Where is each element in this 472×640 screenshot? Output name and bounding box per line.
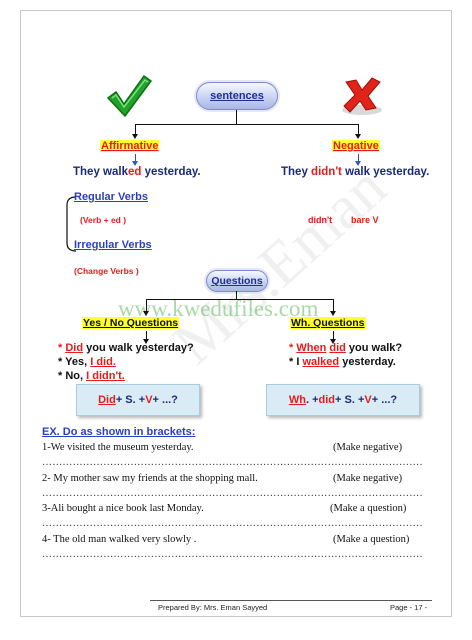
exercise-instruction-4: (Make a question) [333,534,410,545]
exercise-item-4: 4- The old man walked very slowly . [42,534,197,545]
questions-label: Questions [211,275,263,287]
exercise-item-2: 2- My mother saw my friends at the shopp… [42,473,258,484]
yes-no-question: * Did you walk yesterday? [58,342,194,354]
negative-note-didnt: didn't [308,215,333,225]
exercise-heading: EX. Do as shown in brackets: [42,426,196,438]
check-mark-icon [106,74,153,118]
regular-verbs-heading: Regular Verbs [74,191,148,203]
negative-example: They didn't walk yesterday. [281,166,430,178]
answer-line-3[interactable]: …………………………………………………………………………………………………… [42,518,422,529]
questions-box: Questions [206,270,268,292]
negative-note-bare-v: bare V [351,215,379,225]
wh-question: * When did you walk? [289,342,403,354]
tree-arrow [330,299,336,316]
page-frame [20,10,452,617]
tree-line [236,110,237,124]
watermark-site: www.kwedufiles.com [118,296,319,321]
wh-answer: * I walked yesterday. [289,356,396,368]
answer-line-1[interactable]: …………………………………………………………………………………………………… [42,457,422,468]
tree-line [236,291,237,299]
exercise-instruction-1: (Make negative) [333,442,403,453]
affirmative-example: They walked yesterday. [73,166,201,178]
exercise-item-3: 3-Ali bought a nice book last Monday. [42,503,204,514]
yes-no-heading: Yes / No Questions [82,317,180,329]
tree-arrow [355,124,361,139]
yes-no-answer-yes: * Yes, I did. [58,356,116,368]
regular-verbs-note: (Verb + ed ) [80,215,127,225]
tree-line [146,299,334,300]
tree-arrow [132,124,138,139]
negative-arrow [355,154,361,166]
verbs-bracket [66,196,77,252]
irregular-verbs-heading: Irregular Verbs [74,239,152,251]
footer-page-number: Page - 17 - [390,603,428,612]
wh-arrow [330,331,336,344]
negative-heading: Negative [332,140,380,152]
yes-no-arrow [143,331,149,344]
affirmative-arrow [132,154,138,166]
cross-mark-icon [342,77,382,115]
sentences-label: sentences [210,90,264,102]
irregular-verbs-note: (Change Verbs ) [74,266,139,276]
sentences-box: sentences [196,82,278,110]
footer-divider [150,600,432,601]
wh-formula: Wh. + did + S. + V + ...? [266,384,420,416]
footer-prepared-by: Prepared By: Mrs. Eman Sayyed [158,603,268,612]
tree-arrow [143,299,149,316]
exercise-item-1: 1-We visited the museum yesterday. [42,442,194,453]
affirmative-heading: Affirmative [100,140,160,152]
yes-no-formula: Did + S. + V + ...? [76,384,200,416]
exercise-instruction-2: (Make negative) [333,473,403,484]
yes-no-answer-no: * No, I didn't. [58,370,125,382]
wh-heading: Wh. Questions [290,317,366,329]
exercise-instruction-3: (Make a question) [330,503,407,514]
tree-line [135,124,359,125]
answer-line-2[interactable]: …………………………………………………………………………………………………… [42,488,422,499]
answer-line-4[interactable]: …………………………………………………………………………………………………… [42,549,422,560]
